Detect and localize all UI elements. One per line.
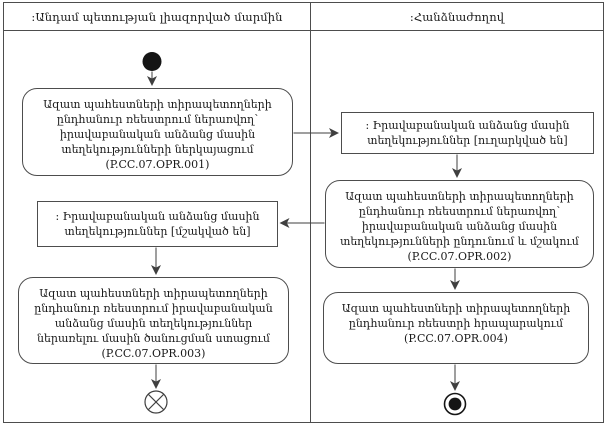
header-separator-line	[3, 30, 604, 31]
swimlane-title: :Անդամ պետության լիազորված մարմին	[31, 9, 283, 24]
activity-opr002: Ազատ պահեստների տիրապետողների ընդհանուր …	[325, 180, 594, 268]
swimlane-divider-line	[310, 2, 311, 423]
object-node-info-processed: : Իրավաբանական անձանց մասին տեղեկություն…	[37, 201, 278, 247]
object-node-label: : Իրավաբանական անձանց մասին տեղեկություն…	[365, 119, 570, 147]
object-node-info-sent: : Իրավաբանական անձանց մասին տեղեկություն…	[341, 112, 594, 154]
activity-opr001: Ազատ պահեստների տիրապետողների ընդհանուր …	[22, 88, 293, 176]
activity-opr004: Ազատ պահեստների տիրապետողների ընդհանուր …	[323, 292, 589, 364]
swimlane-title: :Հանձնաժողով	[409, 9, 505, 24]
swimlane-header-authorized-body: :Անդամ պետության լիազորված մարմին	[4, 3, 310, 30]
activity-opr003: Ազատ պահեստների տիրապետողների ընդհանուր …	[18, 277, 289, 364]
object-node-label: : Իրավաբանական անձանց մասին տեղեկություն…	[55, 210, 260, 238]
swimlane-header-commission: :Հանձնաժողով	[311, 3, 603, 30]
diagram-frame	[3, 2, 604, 423]
